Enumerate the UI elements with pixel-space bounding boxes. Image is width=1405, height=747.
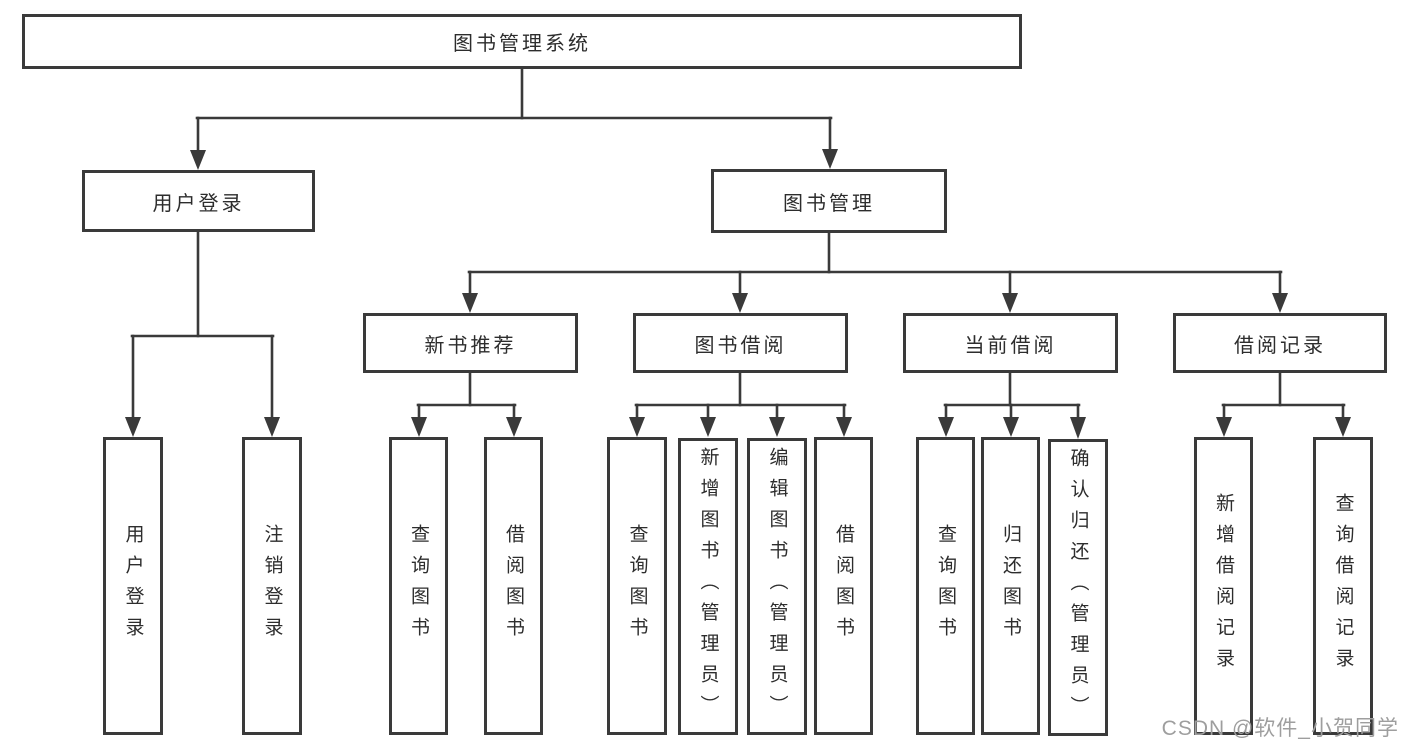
leaf-query-books-1: 查询图书	[389, 437, 448, 735]
node-new-book-recommend: 新书推荐	[363, 313, 578, 373]
leaf-confirm-return-admin: 确认归还（管理员）	[1048, 439, 1108, 736]
leaf-label: 用户登录	[122, 524, 144, 648]
leaf-borrow-books-1: 借阅图书	[484, 437, 543, 735]
node-borrow-records-label: 借阅记录	[1234, 334, 1326, 357]
leaf-logout: 注销登录	[242, 437, 302, 735]
leaf-label: 借阅图书	[503, 524, 524, 648]
leaf-add-books-admin: 新增图书（管理员）	[678, 438, 738, 735]
node-current-borrow: 当前借阅	[903, 313, 1118, 373]
leaf-label: 归还图书	[1000, 524, 1021, 648]
leaf-label: 查询图书	[626, 524, 648, 648]
node-user-login-label: 用户登录	[152, 192, 245, 215]
leaf-label: 编辑图书（管理员）	[766, 447, 788, 726]
node-book-borrow-label: 图书借阅	[694, 334, 787, 357]
node-borrow-records: 借阅记录	[1173, 313, 1387, 373]
leaf-label: 查询借阅记录	[1332, 493, 1354, 679]
node-root-label: 图书管理系统	[453, 33, 591, 55]
node-book-management-label: 图书管理	[783, 192, 875, 215]
node-new-book-recommend-label: 新书推荐	[424, 334, 517, 357]
leaf-query-books-2: 查询图书	[607, 437, 667, 735]
node-book-borrow: 图书借阅	[633, 313, 848, 373]
leaf-query-borrow-record: 查询借阅记录	[1313, 437, 1373, 735]
leaf-label: 查询图书	[935, 524, 956, 648]
leaf-borrow-books-2: 借阅图书	[814, 437, 873, 735]
leaf-label: 确认归还（管理员）	[1067, 448, 1089, 727]
node-user-login: 用户登录	[82, 170, 315, 232]
leaf-edit-books-admin: 编辑图书（管理员）	[747, 438, 807, 735]
leaf-label: 查询图书	[408, 524, 429, 648]
node-book-management: 图书管理	[711, 169, 947, 233]
leaf-return-books: 归还图书	[981, 437, 1040, 735]
node-current-borrow-label: 当前借阅	[964, 334, 1057, 357]
leaf-label: 新增借阅记录	[1213, 493, 1234, 679]
leaf-user-login: 用户登录	[103, 437, 163, 735]
leaf-add-borrow-record: 新增借阅记录	[1194, 437, 1253, 735]
csdn-watermark: CSDN @软件_小贺同学	[1161, 717, 1399, 740]
leaf-query-books-3: 查询图书	[916, 437, 975, 735]
node-root: 图书管理系统	[22, 14, 1022, 69]
leaf-label: 借阅图书	[833, 524, 854, 648]
leaf-label: 新增图书（管理员）	[697, 447, 719, 726]
leaf-label: 注销登录	[261, 524, 283, 648]
